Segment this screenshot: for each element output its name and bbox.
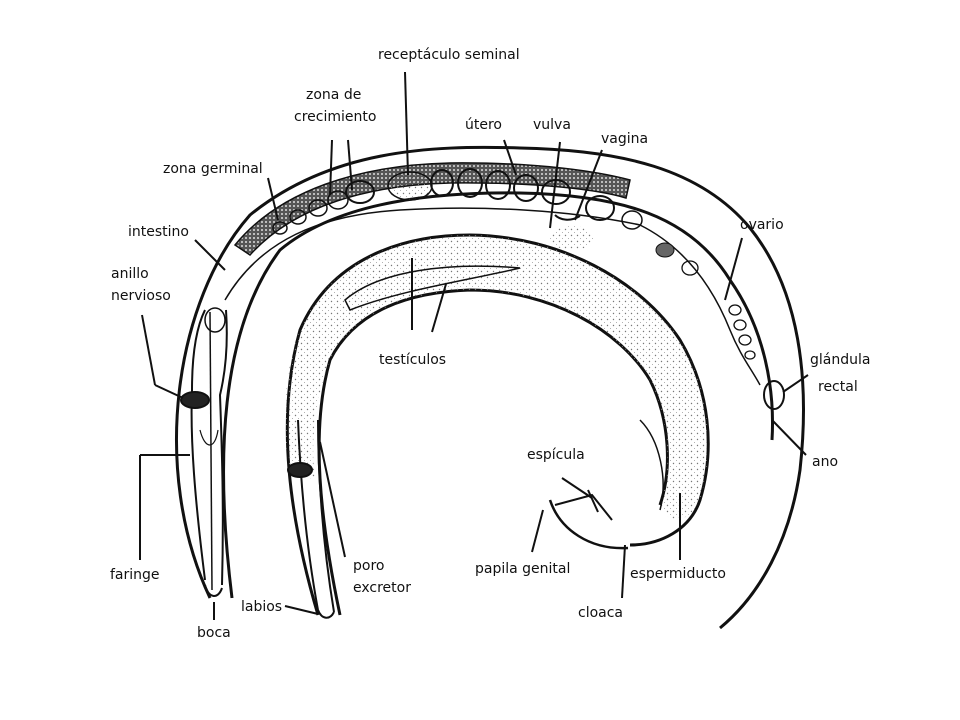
label-boca: boca — [197, 625, 231, 641]
label-testiculos: testículos — [379, 352, 447, 368]
label-labios: labios — [241, 599, 283, 615]
uterus-eggs — [272, 168, 643, 235]
leader-lines — [139, 71, 809, 620]
label-crecimiento: crecimiento — [294, 109, 377, 125]
label-vulva: vulva — [533, 117, 571, 133]
label-espermiducto: espermiducto — [630, 566, 726, 582]
ovary-coil — [639, 224, 761, 386]
label-excretor: excretor — [353, 580, 411, 596]
label-anillo: anillo — [111, 266, 149, 282]
label-papila-genital: papila genital — [475, 561, 571, 577]
male-body — [284, 233, 710, 619]
label-rectal: rectal — [818, 379, 858, 395]
label-espicula: espícula — [527, 447, 585, 463]
label-poro: poro — [353, 558, 385, 574]
label-ovario: ovario — [740, 217, 784, 233]
label-glandula: glándula — [810, 352, 871, 368]
label-faringe: faringe — [110, 567, 160, 583]
label-zona-de: zona de — [306, 87, 362, 103]
label-ano: ano — [812, 454, 839, 470]
label-zona-germinal: zona germinal — [163, 161, 263, 177]
label-vagina: vagina — [601, 131, 649, 147]
label-utero: útero — [465, 117, 502, 133]
female-body — [175, 145, 805, 630]
label-receptaculo-seminal: receptáculo seminal — [378, 47, 520, 63]
female-pharynx — [180, 307, 228, 597]
label-cloaca: cloaca — [578, 605, 624, 621]
label-intestino: intestino — [128, 224, 189, 240]
label-nervioso: nervioso — [111, 288, 171, 304]
